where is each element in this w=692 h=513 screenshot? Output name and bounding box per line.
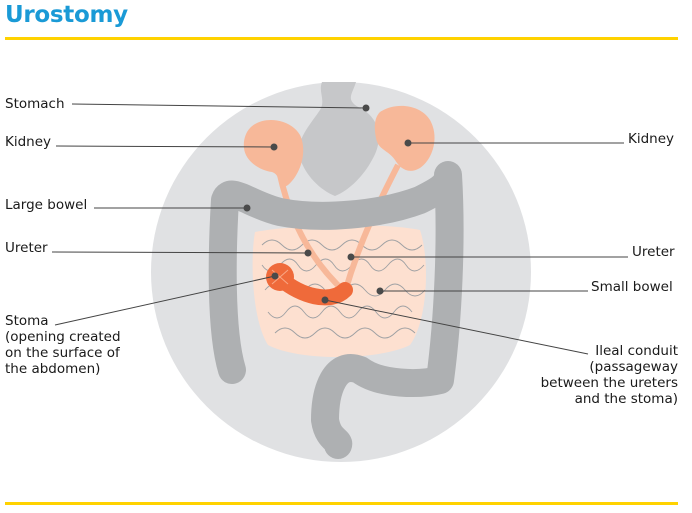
svg-text:the abdomen): the abdomen) bbox=[5, 361, 100, 377]
label-markers bbox=[243, 104, 412, 304]
top-divider bbox=[5, 37, 678, 40]
svg-text:Ileal conduit: Ileal conduit bbox=[595, 343, 678, 359]
bottom-divider bbox=[5, 502, 678, 505]
svg-text:(opening created: (opening created bbox=[5, 329, 121, 345]
svg-text:and the stoma): and the stoma) bbox=[575, 391, 678, 407]
label-kidney-left: Kidney bbox=[5, 134, 51, 150]
label-small-bowel: Small bowel bbox=[591, 279, 673, 295]
label-stomach: Stomach bbox=[5, 96, 65, 112]
kidney-right-shape bbox=[374, 105, 435, 171]
label-ureter-right: Ureter bbox=[632, 244, 675, 260]
stoma-opening bbox=[271, 269, 289, 285]
large-bowel-shape bbox=[208, 161, 464, 459]
label-large-bowel: Large bowel bbox=[5, 197, 87, 213]
svg-text:Stoma: Stoma bbox=[5, 313, 49, 329]
label-ileal-conduit: Ileal conduit (passageway between the ur… bbox=[541, 343, 678, 407]
page-title: Urostomy bbox=[5, 2, 128, 28]
svg-text:between the ureters: between the ureters bbox=[541, 375, 678, 391]
svg-text:on the surface of: on the surface of bbox=[5, 345, 121, 361]
label-kidney-right: Kidney bbox=[628, 131, 674, 147]
svg-text:(passageway: (passageway bbox=[589, 359, 678, 375]
kidney-left-shape bbox=[243, 119, 304, 187]
label-ureter-left: Ureter bbox=[5, 240, 48, 256]
ureter-left-shape bbox=[277, 174, 348, 295]
stomach-shape bbox=[299, 82, 379, 196]
label-stoma: Stoma (opening created on the surface of… bbox=[5, 313, 121, 377]
